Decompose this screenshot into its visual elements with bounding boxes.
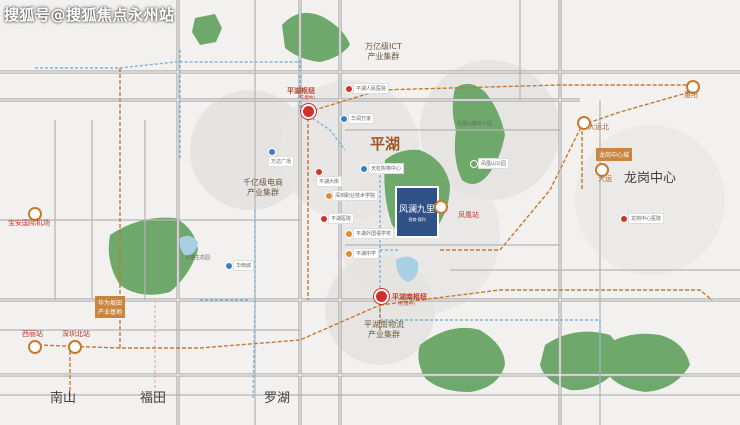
poi-icon[interactable]: [320, 215, 328, 223]
poi-icon[interactable]: [268, 148, 276, 156]
pinghu-south-hub-status: (在建中): [398, 302, 416, 307]
cluster-logistics: 平湖南物流 产业集群: [364, 320, 404, 340]
poi-label: 华润万家: [348, 113, 375, 124]
poi-label: 万达广场: [268, 156, 295, 167]
pinghu-south-hub-label: 平湖南枢纽: [392, 293, 427, 301]
cluster-ict-line2: 产业集群: [367, 52, 400, 61]
district-nanshan: 南山: [50, 391, 77, 406]
poi-icon[interactable]: [620, 215, 628, 223]
poi-label: 平湖外国语学校: [353, 228, 395, 239]
pinghu-south-hub-icon[interactable]: [374, 289, 389, 304]
huawei-label: 华为坂田: [98, 300, 123, 307]
cluster-ict: 万亿级ICT 产业集群: [365, 42, 402, 62]
poi-label: 平湖大街: [316, 176, 343, 187]
watermark: 搜狐号@搜狐焦点永州站: [4, 6, 175, 24]
longgang-center-box[interactable]: 龙岗中心城: [596, 148, 633, 161]
cluster-logistics-line2: 产业集群: [368, 330, 400, 339]
xili-station-icon[interactable]: [28, 340, 42, 354]
pinghu-hub-status: (在建中): [298, 96, 316, 101]
cluster-ecommerce: 千亿级电商 产业集群: [243, 178, 283, 198]
poi-label: 深圳职业技术学院: [332, 190, 379, 201]
fenghuang-label: 凤凰站: [458, 211, 479, 219]
airport-station-icon[interactable]: [28, 207, 42, 221]
airport-label: 宝安国际机场: [8, 219, 50, 227]
shenzhen-north-station-icon[interactable]: [68, 340, 82, 354]
cluster-ecommerce-line1: 千亿级电商: [243, 178, 283, 187]
pinghu-eco-label: 平湖生态园: [185, 255, 211, 261]
poi-label: 华南城: [233, 260, 255, 271]
district-luohu: 罗湖: [264, 391, 291, 406]
project-marker[interactable]: 风澜九里 招商·保利: [395, 186, 439, 238]
dayun-north-label: 大运北: [588, 123, 609, 131]
cluster-logistics-line1: 平湖南物流: [364, 320, 404, 329]
poi-icon[interactable]: [345, 250, 353, 258]
huiyang-station-icon[interactable]: [686, 80, 700, 94]
huawei-sublabel: 产业基地: [98, 309, 123, 316]
project-caption: 招商·保利: [408, 216, 426, 222]
poi-label: 平湖中学: [353, 248, 380, 259]
shenzhen-north-label: 深圳北站: [62, 330, 90, 338]
fenghuang-park-label: 凤凰山森林公园: [457, 121, 493, 127]
project-name: 风澜九里: [398, 204, 435, 215]
poi-icon[interactable]: [225, 262, 233, 270]
district-futian: 福田: [140, 391, 167, 406]
poi-icon[interactable]: [470, 160, 478, 168]
poi-icon[interactable]: [340, 115, 348, 123]
cluster-ict-line1: 万亿级ICT: [365, 42, 402, 51]
poi-label: 天虹购物中心: [368, 163, 405, 174]
dayun-label: 大运: [598, 175, 612, 183]
pinghu-hub-label: 平湖枢纽: [287, 87, 315, 95]
fenghuang-station-icon[interactable]: [434, 200, 448, 214]
cluster-ecommerce-line2: 产业集群: [247, 188, 279, 197]
poi-icon[interactable]: [315, 168, 323, 176]
poi-icon[interactable]: [345, 230, 353, 238]
district-longgang-center: 龙岗中心: [624, 171, 677, 186]
poi-label: 龙岗中心医院: [628, 213, 665, 224]
huiyang-label: 惠阳: [684, 91, 698, 99]
poi-label: 平湖人民医院: [353, 83, 390, 94]
xili-label: 西丽站: [22, 330, 43, 338]
poi-label: 平湖医院: [328, 213, 355, 224]
pinghu-hub-icon[interactable]: [301, 104, 316, 119]
huawei-box[interactable]: 华为坂田 产业基地: [95, 296, 126, 318]
poi-label: 凤凰山公园: [478, 158, 510, 169]
poi-icon[interactable]: [345, 85, 353, 93]
district-pinghu: 平湖: [370, 135, 401, 153]
poi-icon[interactable]: [360, 165, 368, 173]
dayun-north-station-icon[interactable]: [577, 116, 591, 130]
dayun-station-icon[interactable]: [595, 163, 609, 177]
